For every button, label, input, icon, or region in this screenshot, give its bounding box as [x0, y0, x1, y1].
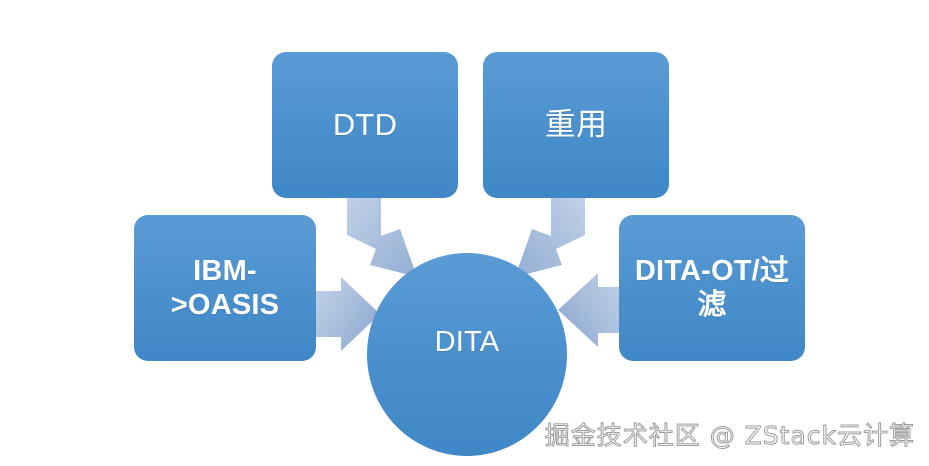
node-reuse-label: 重用 [544, 106, 608, 142]
node-dita-center-label: DITA [434, 326, 500, 358]
node-dita-ot-filter-label: DITA-OT/过 滤 [634, 254, 790, 321]
node-ibm-oasis-label: IBM- >OASIS [170, 254, 280, 321]
watermark-text: 掘金技术社区 @ ZStack云计算 [544, 421, 915, 451]
node-dita-center[interactable]: DITA [367, 253, 567, 456]
node-dtd-label: DTD [332, 106, 398, 142]
node-ibm-oasis[interactable]: IBM- >OASIS [134, 215, 316, 361]
node-reuse[interactable]: 重用 [483, 52, 669, 198]
node-dita-ot-filter[interactable]: DITA-OT/过 滤 [619, 215, 805, 361]
node-dtd[interactable]: DTD [272, 52, 458, 198]
